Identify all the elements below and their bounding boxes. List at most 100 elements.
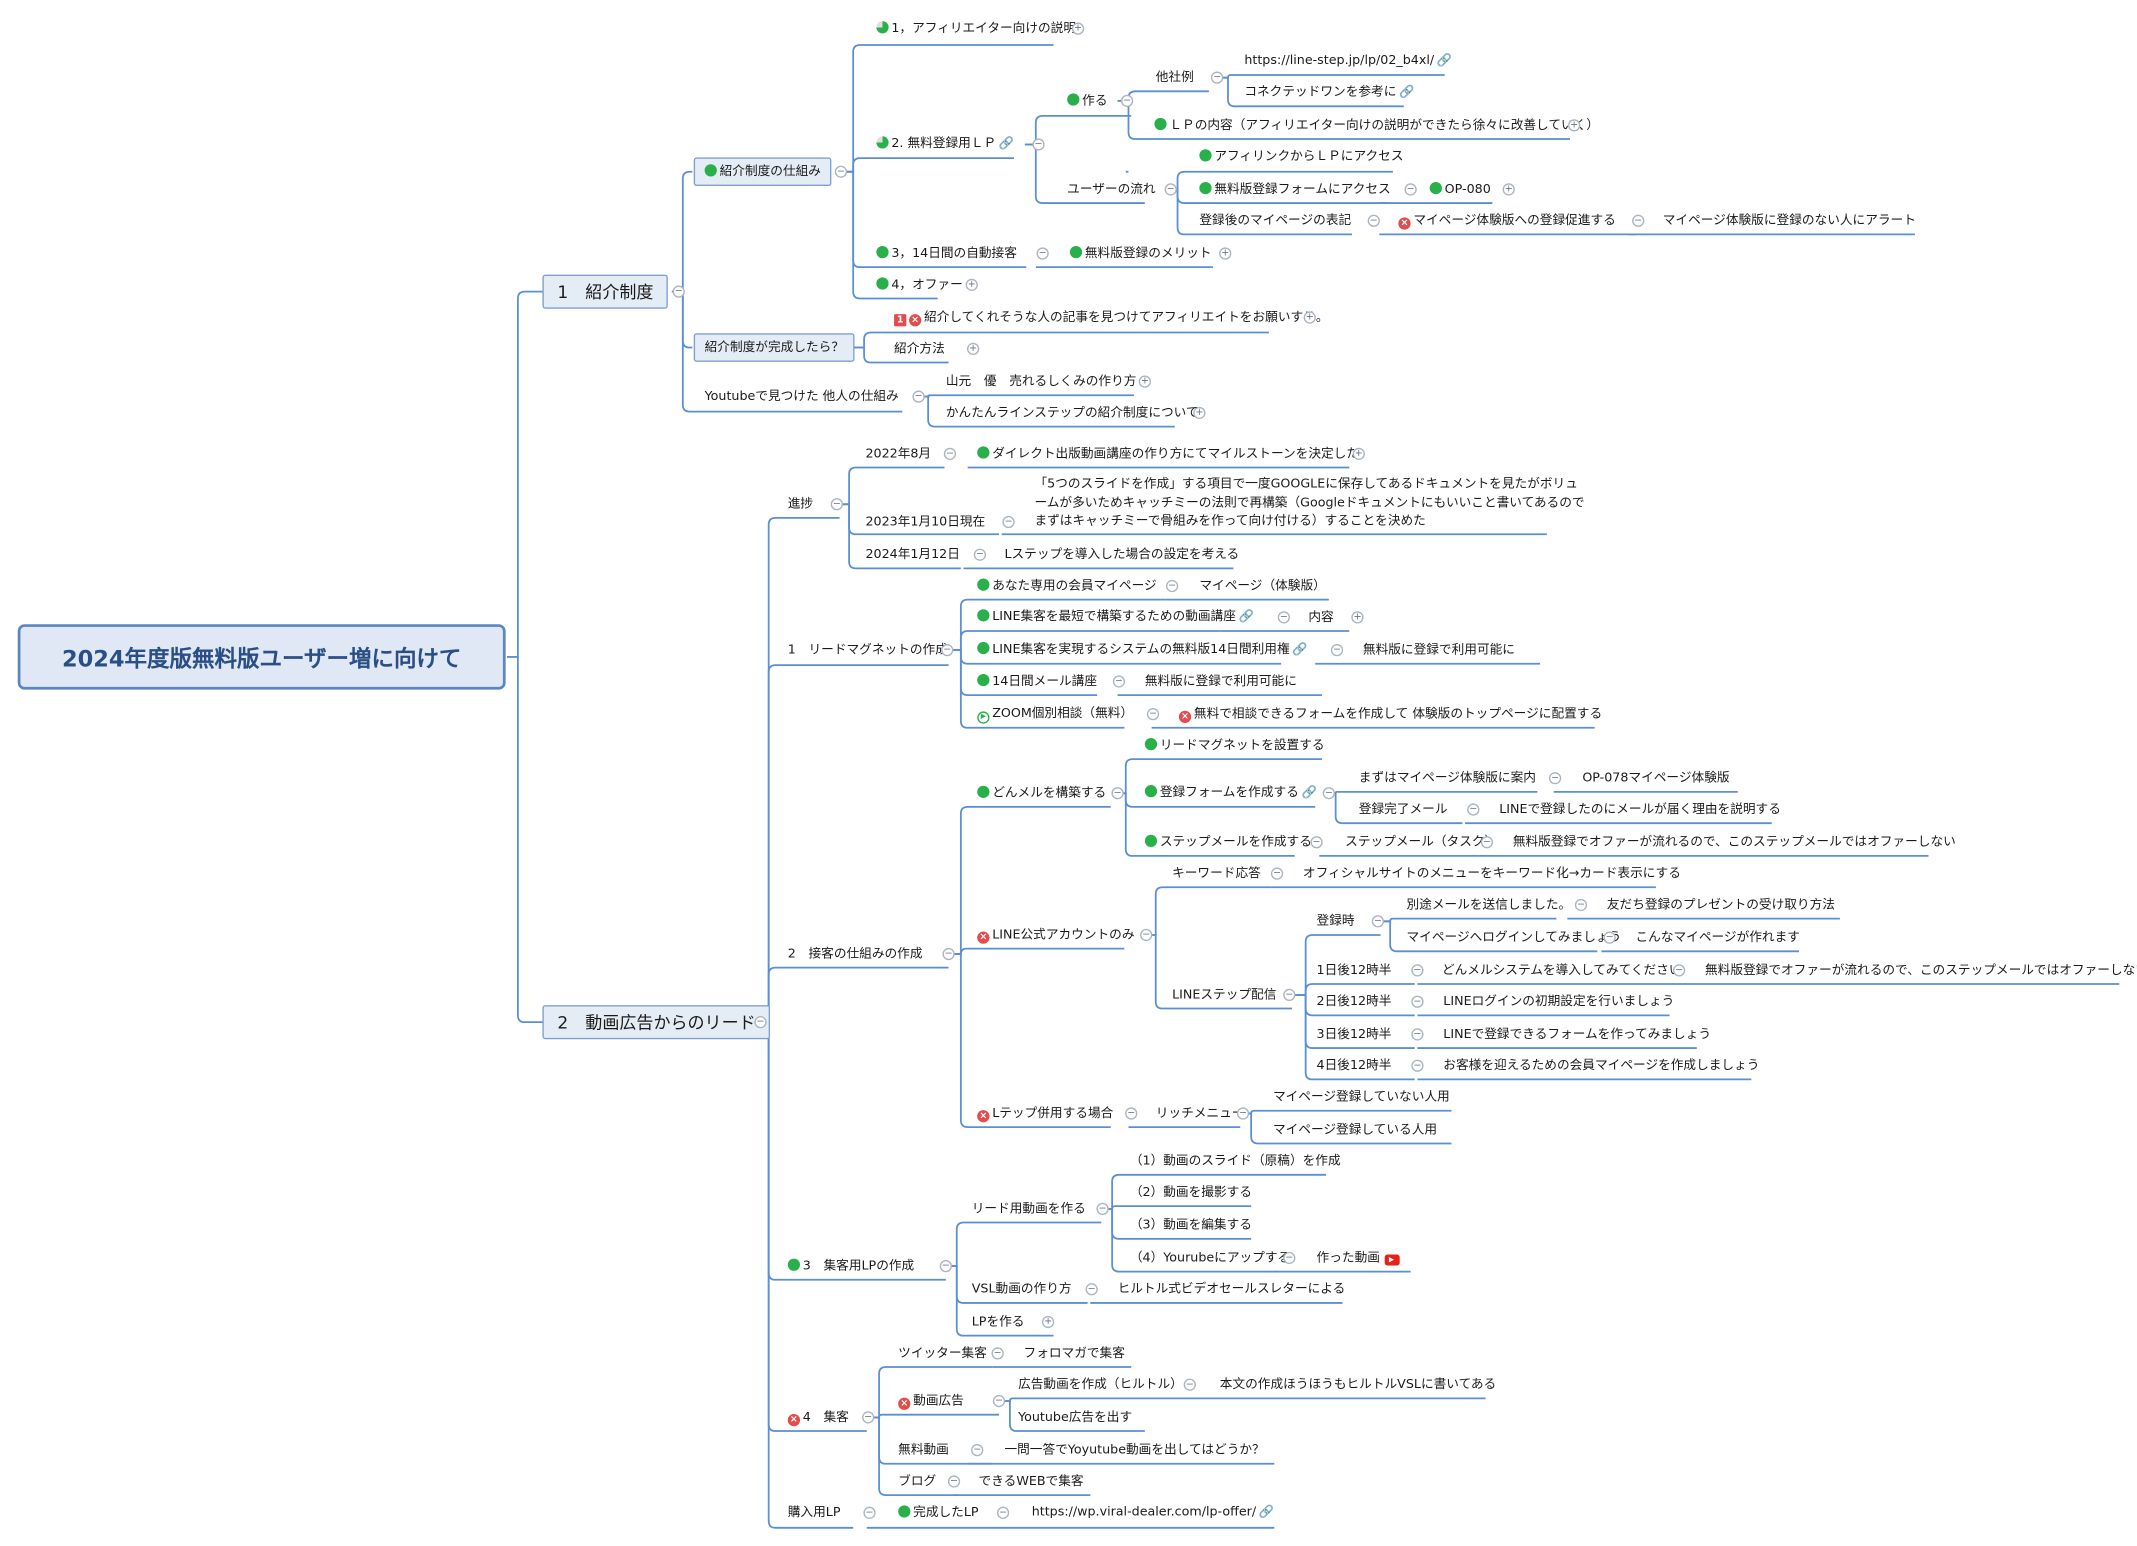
link-icon[interactable]: 🔗: [1301, 786, 1317, 801]
topic-day2[interactable]: 2日後12時半: [1316, 994, 1392, 1010]
collapse-toggle[interactable]: −: [1032, 138, 1045, 151]
topic-day3-msg[interactable]: LINEで登録できるフォームを作ってみましょう: [1443, 1026, 1712, 1042]
link-icon[interactable]: 🔗: [1436, 54, 1453, 69]
collapse-toggle[interactable]: −: [941, 643, 954, 657]
topic-blog[interactable]: ブログ: [898, 1473, 937, 1489]
topic-progress-date-3[interactable]: 2024年1月12日: [865, 547, 960, 563]
collapse-toggle[interactable]: −: [1236, 1107, 1250, 1120]
collapse-toggle[interactable]: −: [672, 285, 685, 298]
collapse-toggle[interactable]: −: [1603, 931, 1616, 944]
collapse-toggle[interactable]: −: [942, 947, 955, 961]
expand-toggle[interactable]: +: [1071, 22, 1085, 35]
collapse-toggle[interactable]: −: [947, 1475, 961, 1488]
topic-video-step-4[interactable]: （4）Yourubeにアップする: [1129, 1250, 1291, 1266]
topic-consult-form[interactable]: ×無料で相談できるフォームを作成して 体験版のトップページに配置する: [1178, 705, 1602, 724]
collapse-toggle[interactable]: −: [1183, 1378, 1196, 1391]
topic-offer-url[interactable]: https://wp.viral-dealer.com/lp-offer/🔗: [1031, 1504, 1275, 1520]
collapse-toggle[interactable]: −: [1574, 898, 1588, 912]
topic-zoom-consult[interactable]: ▶ZOOM個別相談（無料）: [977, 705, 1133, 724]
topic-step-mail-task[interactable]: ステップメール（タスク）: [1345, 834, 1498, 850]
collapse-toggle[interactable]: −: [830, 498, 843, 511]
topic-youtube-ad[interactable]: Youtube広告を出す: [1018, 1409, 1133, 1425]
topic-present-receive[interactable]: 友だち登録のプレゼントの受け取り方法: [1606, 897, 1835, 913]
topic-create-step-mail[interactable]: ステップメールを作成する: [1144, 833, 1312, 851]
collapse-toggle[interactable]: −: [1210, 71, 1224, 84]
topic-progress-item-1[interactable]: ダイレクト出版動画講座の作り方にてマイルストーンを決定した: [977, 445, 1359, 463]
topic-video-step-2[interactable]: （2）動画を撮影する: [1129, 1185, 1252, 1201]
topic-14day-auto[interactable]: 3，14日間の自動接客: [876, 245, 1017, 263]
collapse-toggle[interactable]: −: [1036, 247, 1049, 260]
collapse-toggle[interactable]: −: [862, 1411, 875, 1424]
topic-made-video[interactable]: 作った動画▶: [1317, 1249, 1400, 1267]
topic-qa-video[interactable]: 一問一答でYoyutube動画を出してはどうか？: [1004, 1442, 1265, 1458]
topic-line-official-only[interactable]: ×LINE公式アカウントのみ: [977, 926, 1135, 944]
topic-free-14day-right[interactable]: LINE集客を実現するシステムの無料版14日間利用権🔗: [977, 641, 1308, 660]
branch-video-ad-lead[interactable]: 2 動画広告からのリード: [542, 1005, 771, 1040]
topic-mypage-possible[interactable]: こんなマイページが作れます: [1635, 930, 1800, 946]
topic-mypage-notation[interactable]: 登録後のマイページの表記: [1199, 213, 1352, 229]
collapse-toggle[interactable]: −: [939, 1260, 952, 1273]
topic-usable-after-register-1[interactable]: 無料版に登録で利用可能に: [1362, 642, 1515, 658]
topic-video-ad[interactable]: ×動画広告: [898, 1392, 964, 1410]
topic-complete-mail[interactable]: 登録完了メール: [1358, 802, 1448, 818]
topic-twitter[interactable]: ツイッター集客: [898, 1345, 987, 1361]
topic-free-video[interactable]: 無料動画: [898, 1442, 949, 1458]
topic-attract-lp[interactable]: 3 集客用LPの作成: [787, 1257, 914, 1275]
collapse-toggle[interactable]: −: [992, 1394, 1006, 1408]
topic-on-register[interactable]: 登録時: [1316, 913, 1355, 929]
topic-progress-date-2[interactable]: 2023年1月10日現在: [865, 514, 986, 530]
topic-day1-msg[interactable]: どんメルシステムを導入してみてください: [1441, 962, 1682, 978]
collapse-toggle[interactable]: −: [1096, 1202, 1109, 1216]
topic-progress-item-2[interactable]: 「5つのスライドを作成」する項目で一度GOOGLEに保存してあるドキュメントを見…: [1034, 476, 1585, 529]
collapse-toggle[interactable]: −: [1371, 915, 1385, 928]
topic-line-step-delivery[interactable]: LINEステップ配信: [1172, 987, 1277, 1003]
collapse-toggle[interactable]: −: [754, 1016, 767, 1029]
topic-easy-linestep[interactable]: かんたんラインステップの紹介制度について: [945, 405, 1199, 421]
topic-make-lp[interactable]: LPを作る: [971, 1314, 1025, 1330]
topic-example-url[interactable]: https://line-step.jp/lp/02_b4xl/🔗: [1244, 53, 1453, 69]
topic-free-merit[interactable]: 無料版登録のメリット: [1069, 245, 1212, 263]
topic-op-080[interactable]: OP-080: [1429, 181, 1491, 199]
topic-op-078[interactable]: OP-078マイページ体験版: [1582, 770, 1730, 786]
collapse-toggle[interactable]: −: [1330, 643, 1344, 657]
topic-alert-unregistered[interactable]: マイページ体験版に登録のない人にアラート: [1662, 213, 1916, 229]
topic-video-step-3[interactable]: （3）動画を編集する: [1129, 1217, 1252, 1233]
topic-flow-register-form[interactable]: 無料版登録フォームにアクセス: [1199, 181, 1391, 199]
topic-lstep-combined[interactable]: ×Lテップ併用する場合: [977, 1105, 1113, 1123]
expand-toggle[interactable]: +: [1568, 119, 1581, 132]
collapse-toggle[interactable]: −: [1146, 708, 1160, 721]
topic-affiliator-explanation[interactable]: 1，アフィリエイター向けの説明: [876, 20, 1076, 38]
collapse-toggle[interactable]: −: [1548, 772, 1562, 785]
topic-no-offer-1[interactable]: 無料版登録でオファーが流れるので、このステップメールではオファーしない: [1512, 834, 1956, 850]
topic-reference-company[interactable]: コネクテッドワンを参考に🔗: [1244, 84, 1415, 100]
link-icon[interactable]: 🔗: [1399, 85, 1415, 100]
topic-lp-content[interactable]: ＬＰの内容（アフィリエイター向けの説明ができたら徐々に改善していく）: [1154, 117, 1599, 135]
collapse-toggle[interactable]: −: [1310, 836, 1323, 849]
expand-toggle[interactable]: +: [966, 342, 980, 356]
branch-referral-system[interactable]: 1 紹介制度: [542, 274, 669, 309]
topic-donmel[interactable]: どんメルを構築する: [977, 784, 1106, 802]
collapse-toggle[interactable]: −: [991, 1347, 1004, 1360]
topic-serve-system[interactable]: 2 接客の仕組みの作成: [787, 946, 923, 962]
topic-no-offer-2[interactable]: 無料版登録でオファーが流れるので、このステップメールではオファーしない: [1704, 962, 2137, 978]
topic-make[interactable]: 作る: [1067, 92, 1108, 110]
topic-content[interactable]: 内容: [1308, 609, 1334, 625]
collapse-toggle[interactable]: −: [1111, 787, 1124, 800]
collapse-toggle[interactable]: −: [1411, 964, 1424, 977]
collapse-toggle[interactable]: −: [1165, 579, 1179, 593]
topic-ad-copy[interactable]: 本文の作成ほうほうもヒルトルVSLに書いてある: [1219, 1377, 1497, 1393]
topic-dekiru-web[interactable]: できるWEBで集客: [978, 1473, 1084, 1489]
topic-day2-msg[interactable]: LINEログインの初期設定を行いましょう: [1443, 994, 1675, 1010]
collapse-toggle[interactable]: −: [1140, 928, 1153, 942]
collapse-toggle[interactable]: −: [1085, 1283, 1098, 1296]
topic-foromaga[interactable]: フォロマガで集客: [1023, 1345, 1125, 1361]
topic-free-register-lp[interactable]: 2. 無料登録用ＬＰ🔗: [876, 135, 1014, 154]
topic-not-registered[interactable]: マイページ登録していない人用: [1272, 1089, 1450, 1105]
link-icon[interactable]: 🔗: [998, 137, 1015, 152]
collapse-toggle[interactable]: −: [1367, 214, 1380, 227]
topic-user-flow[interactable]: ユーザーの流れ: [1067, 181, 1156, 197]
collapse-toggle[interactable]: −: [1270, 867, 1284, 880]
topic-login-mypage[interactable]: マイページへログインしてみましょう: [1406, 930, 1622, 946]
collapse-toggle[interactable]: −: [1411, 995, 1424, 1008]
collapse-toggle[interactable]: −: [1672, 964, 1686, 977]
